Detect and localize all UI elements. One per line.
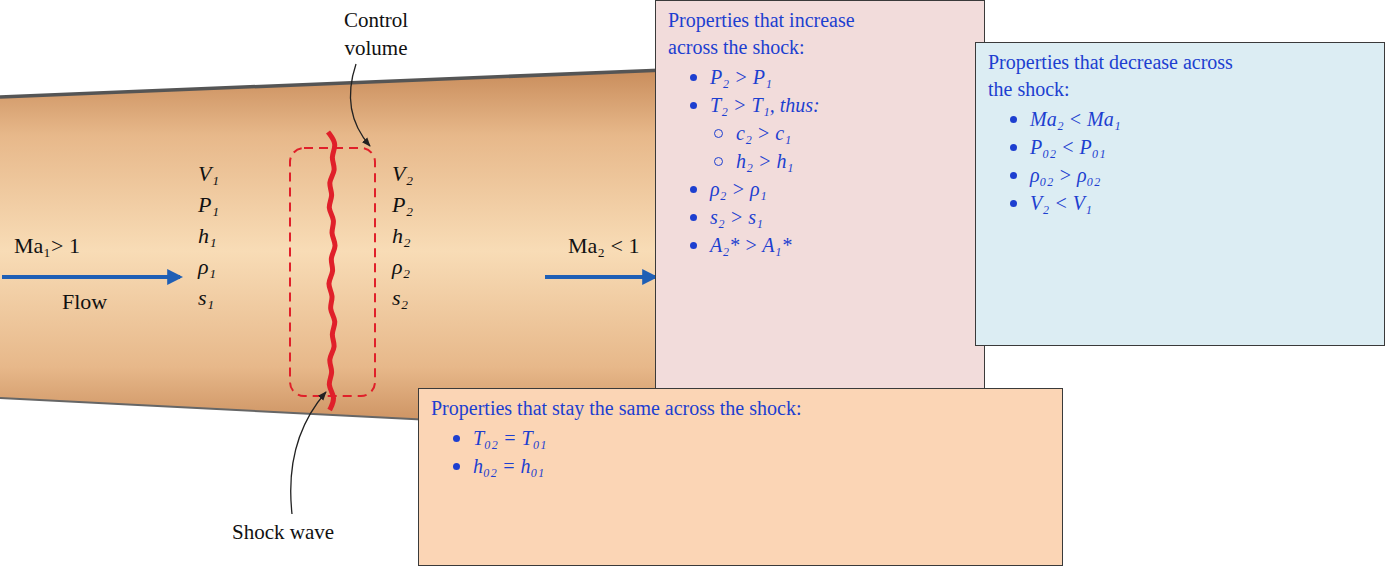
state-symbol: P₂ [392, 191, 413, 219]
property-text: h₂ > h₁ [736, 147, 793, 175]
bullet-mark [453, 435, 460, 442]
bullet-mark [1010, 200, 1017, 207]
property-row: ρ₂ > ρ₁ [690, 175, 974, 203]
property-row: P₂ > P₁ [690, 63, 974, 91]
duct-wall [0, 70, 665, 432]
property-text: T₀₂ = T₀₁ [473, 424, 547, 452]
property-row: h₀₂ = h₀₁ [453, 452, 1052, 480]
callout-label: Shock wave [232, 518, 334, 546]
bullet-mark [690, 102, 697, 109]
state-symbol: s₂ [392, 284, 408, 312]
property-text: Ma₂ < Ma₁ [1030, 105, 1121, 133]
property-row: ρ₀₂ > ρ₀₂ [1010, 161, 1374, 189]
box-heading: Properties that stay the same across the… [431, 397, 801, 419]
duct-top-edge [0, 70, 665, 97]
bullet-mark [1010, 116, 1017, 123]
property-text: c₂ > c₁ [736, 119, 791, 147]
flow-arrow [545, 275, 655, 279]
state-symbol: V₂ [392, 160, 413, 188]
property-row: A₂* > A₁* [690, 231, 974, 259]
property-text: ρ₀₂ > ρ₀₂ [1030, 161, 1101, 189]
property-box: Properties that increase across the shoc… [655, 0, 985, 405]
bullet-mark [690, 74, 697, 81]
bullet-mark [453, 463, 460, 470]
state-symbol: V₁ [198, 160, 219, 188]
property-box: Properties that decrease across the shoc… [975, 42, 1385, 346]
box-heading: Properties that decrease across the shoc… [988, 51, 1233, 100]
flow-arrow [2, 275, 180, 279]
box-heading-row: Properties that stay the same across the… [431, 395, 1051, 422]
property-row: Ma₂ < Ma₁ [1010, 105, 1374, 133]
state-symbol: ρ₁ [198, 253, 216, 281]
state-symbol: h₁ [198, 222, 217, 250]
property-text: P₂ > P₁ [710, 63, 772, 91]
state-symbol: h₂ [392, 222, 411, 250]
property-text: s₂ > s₁ [710, 203, 763, 231]
bullet-mark [1010, 144, 1017, 151]
leader-line [350, 64, 370, 146]
box-heading-row: Properties that increase across the shoc… [668, 7, 908, 61]
property-row: s₂ > s₁ [690, 203, 974, 231]
state-symbol: ρ₂ [392, 253, 410, 281]
property-box: Properties that stay the same across the… [418, 388, 1063, 566]
mach-label: Ma₂ < 1 [568, 232, 639, 260]
bullet-mark [690, 214, 697, 221]
bullet-mark [1010, 172, 1017, 179]
callout-label: Control volume [326, 6, 426, 62]
property-text: V₂ < V₁ [1030, 189, 1092, 217]
property-row: c₂ > c₁ [714, 119, 974, 147]
mach-label: Ma₁> 1 [14, 232, 80, 260]
property-text: T₂ > T₁, thus: [710, 91, 820, 119]
property-text: P₀₂ < P₀₁ [1030, 133, 1106, 161]
state-symbol: P₁ [198, 191, 219, 219]
box-heading-row: Properties that decrease across the shoc… [988, 49, 1248, 103]
property-text: ρ₂ > ρ₁ [710, 175, 767, 203]
property-text: A₂* > A₁* [710, 231, 791, 259]
shock-wave [328, 132, 335, 410]
bullet-mark [714, 157, 723, 166]
leader-line [291, 392, 326, 514]
bullet-mark [690, 186, 697, 193]
state-symbol: s₁ [198, 284, 214, 312]
property-row: T₂ > T₁, thus: [690, 91, 974, 119]
bullet-mark [690, 242, 697, 249]
property-row: V₂ < V₁ [1010, 189, 1374, 217]
property-row: h₂ > h₁ [714, 147, 974, 175]
bullet-mark [714, 129, 723, 138]
property-row: P₀₂ < P₀₁ [1010, 133, 1374, 161]
box-heading: Properties that increase across the shoc… [668, 9, 855, 58]
property-row: T₀₂ = T₀₁ [453, 424, 1052, 452]
property-text: h₀₂ = h₀₁ [473, 452, 544, 480]
flow-label: Flow [62, 288, 107, 316]
